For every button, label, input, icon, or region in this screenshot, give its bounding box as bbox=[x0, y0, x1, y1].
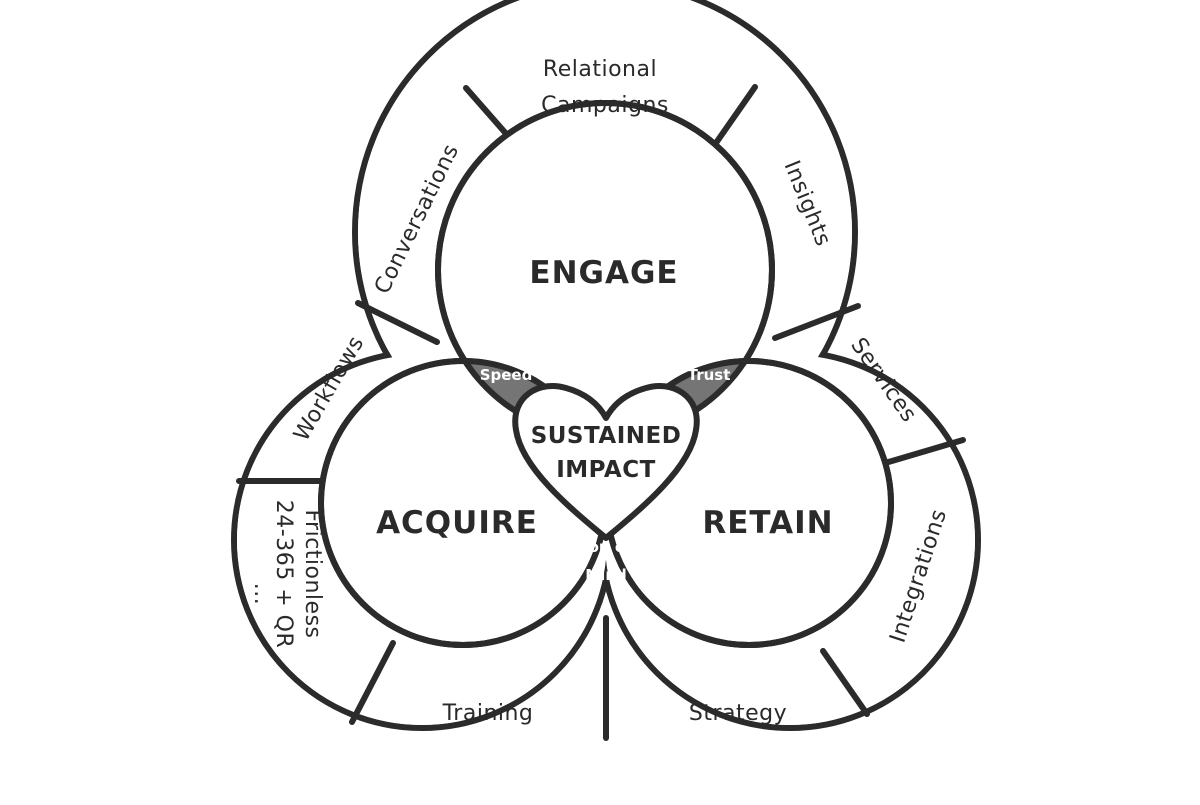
relational-campaigns-line1: Relational bbox=[543, 57, 657, 82]
relational-campaigns-line2: Campaigns bbox=[541, 93, 669, 118]
strategy-label: Strategy bbox=[689, 701, 787, 726]
hours-qr-label: 24-365 + QR bbox=[271, 500, 296, 648]
ellipsis-label: ... bbox=[249, 583, 274, 605]
frictionless-label: Frictionless bbox=[300, 509, 325, 638]
top-of-mind-label-line1: Top of bbox=[580, 538, 632, 556]
ring-dividers bbox=[236, 84, 966, 741]
center-title-line1: SUSTAINED bbox=[531, 423, 682, 449]
center-title-line2: IMPACT bbox=[556, 457, 656, 483]
speed-label: Speed bbox=[480, 366, 533, 384]
trust-label: Trust bbox=[688, 366, 731, 384]
heart-shape bbox=[512, 383, 700, 541]
retain-label: RETAIN bbox=[702, 505, 833, 541]
training-label: Training bbox=[442, 701, 534, 726]
engage-label: ENGAGE bbox=[529, 255, 678, 291]
acquire-label: ACQUIRE bbox=[376, 505, 538, 541]
top-of-mind-label-line2: Mind bbox=[585, 566, 626, 584]
